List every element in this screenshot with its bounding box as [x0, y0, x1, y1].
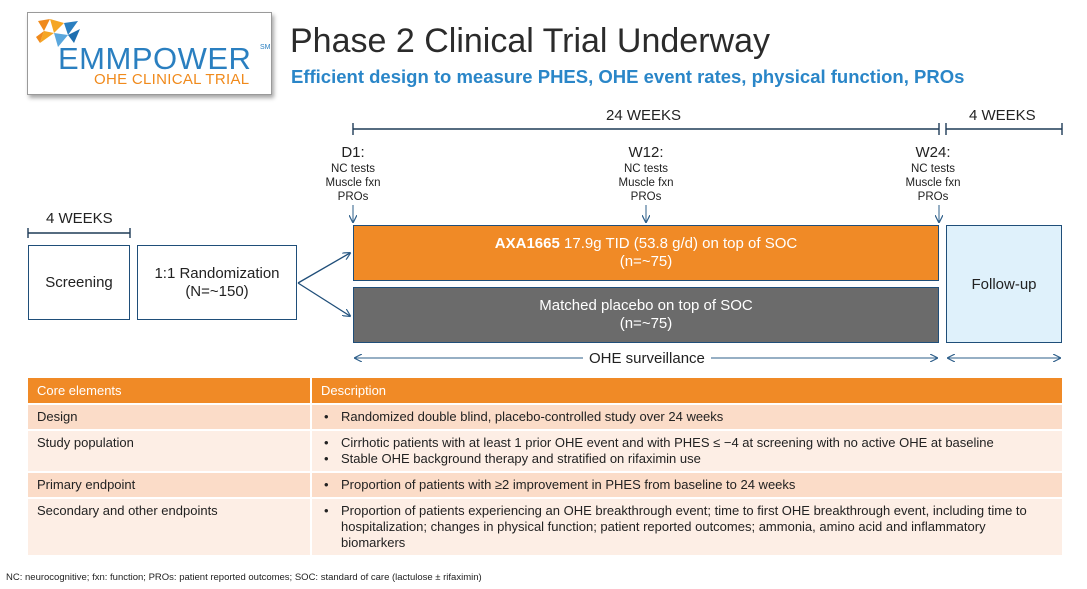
- logo-service-mark: SM: [260, 44, 271, 51]
- period-screening-label: 4 WEEKS: [46, 210, 113, 227]
- placebo-arm-n: (n=~75): [619, 315, 673, 332]
- page-title: Phase 2 Clinical Trial Underway: [290, 22, 770, 60]
- bullet-item: Proportion of patients experiencing an O…: [321, 503, 1053, 551]
- table-header-row: Core elements Description: [28, 378, 1062, 404]
- branch-arrow-arm2: [297, 282, 350, 316]
- randomization-box: 1:1 Randomization (N=~150): [137, 245, 297, 320]
- milestone-w12-details: NC tests Muscle fxn PROs: [606, 162, 686, 204]
- milestone-line: Muscle fxn: [618, 177, 674, 189]
- bullet-item: Stable OHE background therapy and strati…: [321, 451, 1053, 467]
- row-element: Design: [28, 403, 312, 430]
- drug-name: AXA1665: [494, 235, 560, 252]
- row-description: Proportion of patients experiencing an O…: [311, 497, 1062, 555]
- milestone-line: PROs: [917, 191, 949, 203]
- randomization-n: (N=~150): [185, 282, 249, 300]
- star-burst-logo-icon: [36, 19, 80, 47]
- milestone-w24-title: W24:: [915, 144, 951, 161]
- table-row: Secondary and other endpoints Proportion…: [28, 497, 1062, 555]
- table-row: Design Randomized double blind, placebo-…: [28, 403, 1062, 430]
- logo-subtitle: OHE CLINICAL TRIAL: [94, 71, 250, 88]
- milestone-line: Muscle fxn: [325, 177, 381, 189]
- milestone-line: NC tests: [910, 163, 956, 175]
- row-description: Randomized double blind, placebo-control…: [311, 403, 1062, 430]
- period-followup-label: 4 WEEKS: [969, 107, 1036, 124]
- footnote: NC: neurocognitive; fxn: function; PROs:…: [6, 572, 482, 583]
- milestone-w12-title: W12:: [628, 144, 664, 161]
- randomization-ratio: 1:1 Randomization: [154, 264, 280, 282]
- followup-box: Follow-up: [946, 225, 1062, 343]
- bullet-item: Randomized double blind, placebo-control…: [321, 409, 1053, 425]
- core-elements-table: Core elements Description Design Randomi…: [28, 378, 1062, 555]
- branch-arrow-arm1: [297, 253, 350, 284]
- period-24-weeks-label: 24 WEEKS: [606, 107, 682, 124]
- dose-description: 17.9g TID (53.8 g/d) on top of SOC: [559, 235, 798, 252]
- followup-label: Follow-up: [971, 275, 1037, 293]
- header-description: Description: [311, 378, 1062, 404]
- treatment-arm-box: AXA1665 17.9g TID (53.8 g/d) on top of S…: [353, 225, 939, 281]
- bracket-4-weeks-followup: [945, 123, 1063, 135]
- surveillance-label: OHE surveillance: [583, 350, 711, 367]
- screening-box: Screening: [28, 245, 130, 320]
- bracket-24-weeks: [352, 123, 940, 135]
- bullet-item: Proportion of patients with ≥2 improveme…: [321, 477, 1053, 493]
- row-element: Primary endpoint: [28, 471, 312, 498]
- logo: EMMPOWER SM OHE CLINICAL TRIAL: [27, 12, 272, 95]
- milestone-line: Muscle fxn: [905, 177, 961, 189]
- bullet-item: Cirrhotic patients with at least 1 prior…: [321, 435, 1053, 451]
- logo-wordmark: EMMPOWER: [58, 41, 252, 76]
- milestone-line: PROs: [337, 191, 369, 203]
- milestone-d1-title: D1:: [341, 144, 365, 161]
- table-row: Primary endpoint Proportion of patients …: [28, 471, 1062, 498]
- placebo-arm-box: Matched placebo on top of SOC (n=~75): [353, 287, 939, 343]
- header-core-elements: Core elements: [28, 378, 312, 404]
- milestone-line: PROs: [630, 191, 662, 203]
- page-subtitle: Efficient design to measure PHES, OHE ev…: [291, 66, 965, 87]
- row-description: Proportion of patients with ≥2 improveme…: [311, 471, 1062, 498]
- screening-label: Screening: [45, 274, 113, 291]
- row-element: Study population: [28, 429, 312, 472]
- milestone-line: NC tests: [330, 163, 376, 175]
- row-element: Secondary and other endpoints: [28, 497, 312, 555]
- milestone-d1-details: NC tests Muscle fxn PROs: [313, 162, 393, 204]
- table-row: Study population Cirrhotic patients with…: [28, 429, 1062, 472]
- placebo-description: Matched placebo on top of SOC: [539, 297, 753, 314]
- row-description: Cirrhotic patients with at least 1 prior…: [311, 429, 1062, 472]
- bracket-4-weeks-screening: [27, 228, 131, 238]
- treatment-arm-n: (n=~75): [619, 253, 673, 270]
- milestone-line: NC tests: [623, 163, 669, 175]
- milestone-w24-details: NC tests Muscle fxn PROs: [893, 162, 973, 204]
